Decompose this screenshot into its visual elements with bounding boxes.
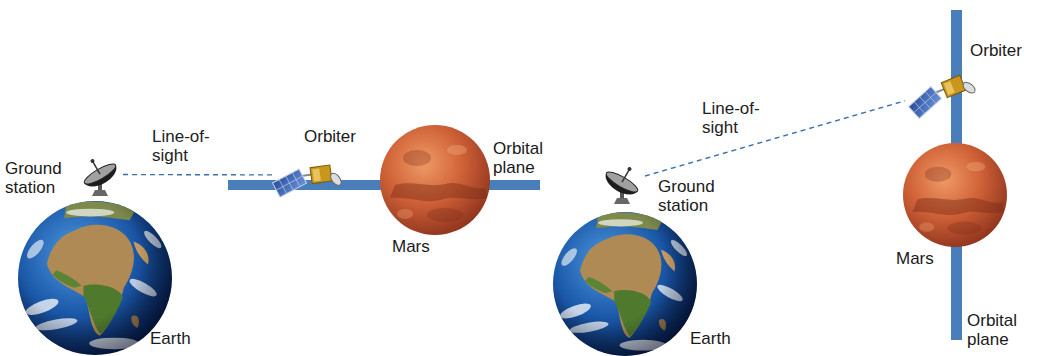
connector-label: Line-of-sight [150, 128, 224, 165]
ground-station-node: Ground station [600, 160, 645, 205]
planet-label: Mars [896, 250, 934, 269]
ground-station-dish [601, 158, 646, 204]
orbital-plane-label: Orbital plane [493, 140, 557, 177]
mars-planet [380, 125, 490, 235]
orbiter-satellite [905, 71, 980, 121]
connector-label: Line-of-sight [700, 100, 774, 137]
mars-planet [903, 143, 1007, 247]
planet-label: Earth [150, 330, 191, 349]
earth-planet [18, 201, 172, 355]
earth-planet [553, 212, 697, 356]
orbiter-node: Orbiter [905, 65, 980, 115]
line-of-sight-link [123, 174, 272, 176]
orbiter-label: Orbiter [970, 42, 1022, 61]
orbiter-label: Orbiter [304, 128, 356, 147]
line-of-sight-link [645, 101, 905, 176]
orbiter-satellite [271, 163, 344, 198]
ground-station-node: Ground station [78, 152, 123, 197]
ground-station-dish [76, 150, 121, 196]
ground-station-label: Ground station [658, 178, 738, 215]
planet-label: Mars [392, 238, 430, 257]
planet-label: Earth [690, 330, 731, 349]
orbital-plane-label: Orbital plane [967, 312, 1031, 349]
ground-station-label: Ground station [5, 160, 75, 197]
orbiter-node: Orbiter [272, 150, 347, 200]
